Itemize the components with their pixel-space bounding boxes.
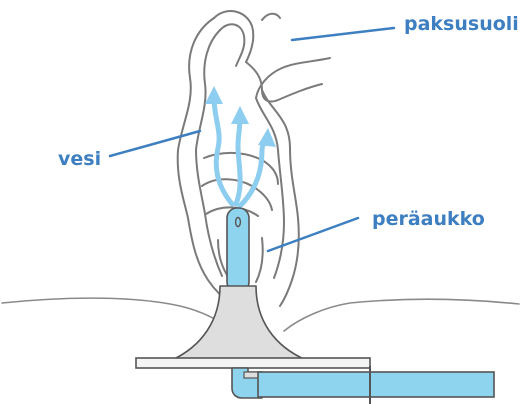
label-anus: peräaukko (372, 208, 485, 230)
label-colon: paksusuoli (404, 13, 519, 35)
water-arrow-left (214, 98, 232, 204)
water-arrow-center (236, 118, 240, 204)
catheter-tip (227, 208, 249, 292)
colon-outline (178, 11, 330, 306)
base-plate (136, 358, 370, 368)
leader-lines (110, 28, 394, 251)
leader-line-water (110, 131, 200, 156)
label-water: vesi (58, 148, 101, 170)
water-arrowhead-center (231, 106, 249, 124)
water-arrowhead-left (205, 86, 223, 104)
water-arrow-right (240, 140, 266, 206)
leader-line-anus (268, 218, 358, 251)
irrigation-hose (258, 372, 494, 397)
leader-line-colon (292, 28, 394, 40)
